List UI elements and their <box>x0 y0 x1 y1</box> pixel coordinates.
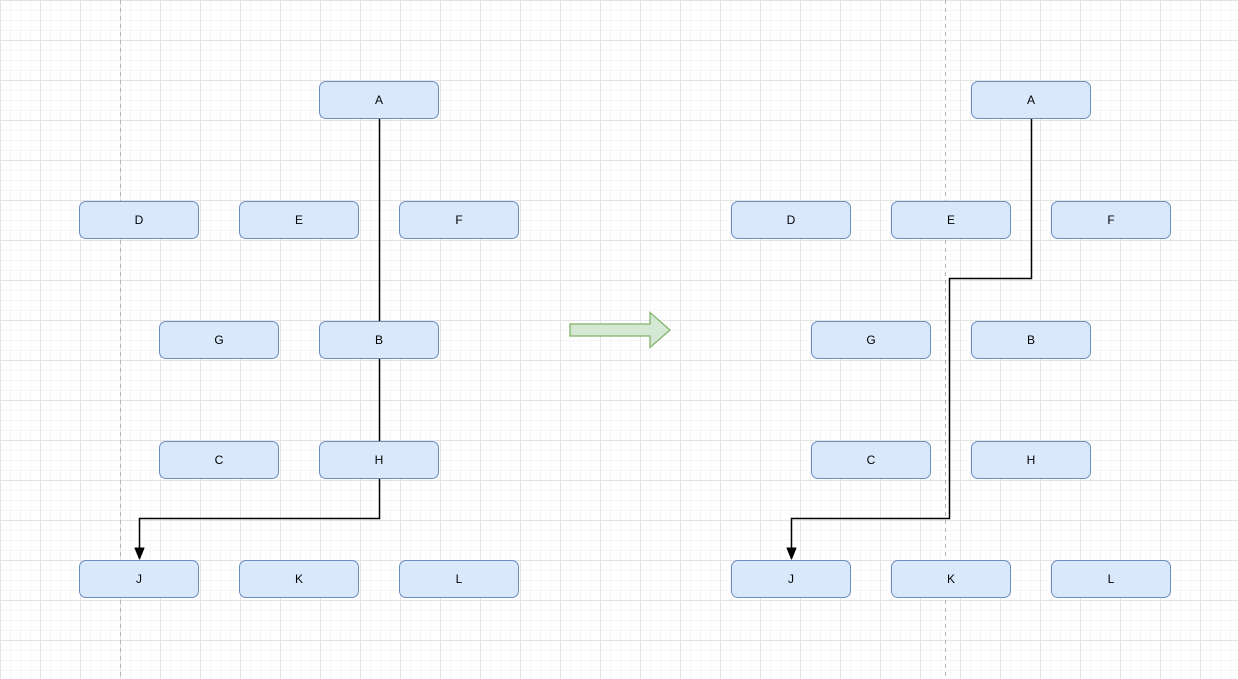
right-node-j[interactable]: J <box>731 560 851 598</box>
node-label: H <box>374 453 384 467</box>
node-label: J <box>136 572 142 586</box>
left-node-d[interactable]: D <box>79 201 199 239</box>
node-label: L <box>1107 572 1115 586</box>
right-node-g[interactable]: G <box>811 321 931 359</box>
right-node-k[interactable]: K <box>891 560 1011 598</box>
edge-h-j-arrowhead-icon <box>134 547 145 560</box>
right-node-a[interactable]: A <box>971 81 1091 119</box>
edge-a-j-arrowhead-icon <box>786 547 797 560</box>
node-label: D <box>134 213 144 227</box>
left-node-a[interactable]: A <box>319 81 439 119</box>
node-label: L <box>455 572 463 586</box>
edge-h-j[interactable] <box>138 479 381 549</box>
node-label: E <box>294 213 303 227</box>
node-label: G <box>866 333 876 347</box>
right-node-f[interactable]: F <box>1051 201 1171 239</box>
node-label: C <box>866 453 876 467</box>
left-node-l[interactable]: L <box>399 560 519 598</box>
right-node-h[interactable]: H <box>971 441 1091 479</box>
right-node-l[interactable]: L <box>1051 560 1171 598</box>
node-label: F <box>1107 213 1115 227</box>
left-node-b[interactable]: B <box>319 321 439 359</box>
left-node-h[interactable]: H <box>319 441 439 479</box>
node-label: H <box>1026 453 1036 467</box>
node-label: B <box>1026 333 1035 347</box>
transform-right-arrow-icon[interactable] <box>569 311 671 349</box>
node-label: A <box>374 93 383 107</box>
left-node-f[interactable]: F <box>399 201 519 239</box>
node-label: D <box>786 213 796 227</box>
left-node-g[interactable]: G <box>159 321 279 359</box>
node-label: J <box>788 572 794 586</box>
right-node-e[interactable]: E <box>891 201 1011 239</box>
left-node-e[interactable]: E <box>239 201 359 239</box>
right-node-d[interactable]: D <box>731 201 851 239</box>
node-label: E <box>946 213 955 227</box>
node-label: C <box>214 453 224 467</box>
left-node-k[interactable]: K <box>239 560 359 598</box>
node-label: F <box>455 213 463 227</box>
right-node-b[interactable]: B <box>971 321 1091 359</box>
node-label: A <box>1026 93 1035 107</box>
node-label: B <box>374 333 383 347</box>
left-node-j[interactable]: J <box>79 560 199 598</box>
node-label: G <box>214 333 224 347</box>
node-label: K <box>294 572 303 586</box>
node-label: K <box>946 572 955 586</box>
left-node-c[interactable]: C <box>159 441 279 479</box>
right-node-c[interactable]: C <box>811 441 931 479</box>
